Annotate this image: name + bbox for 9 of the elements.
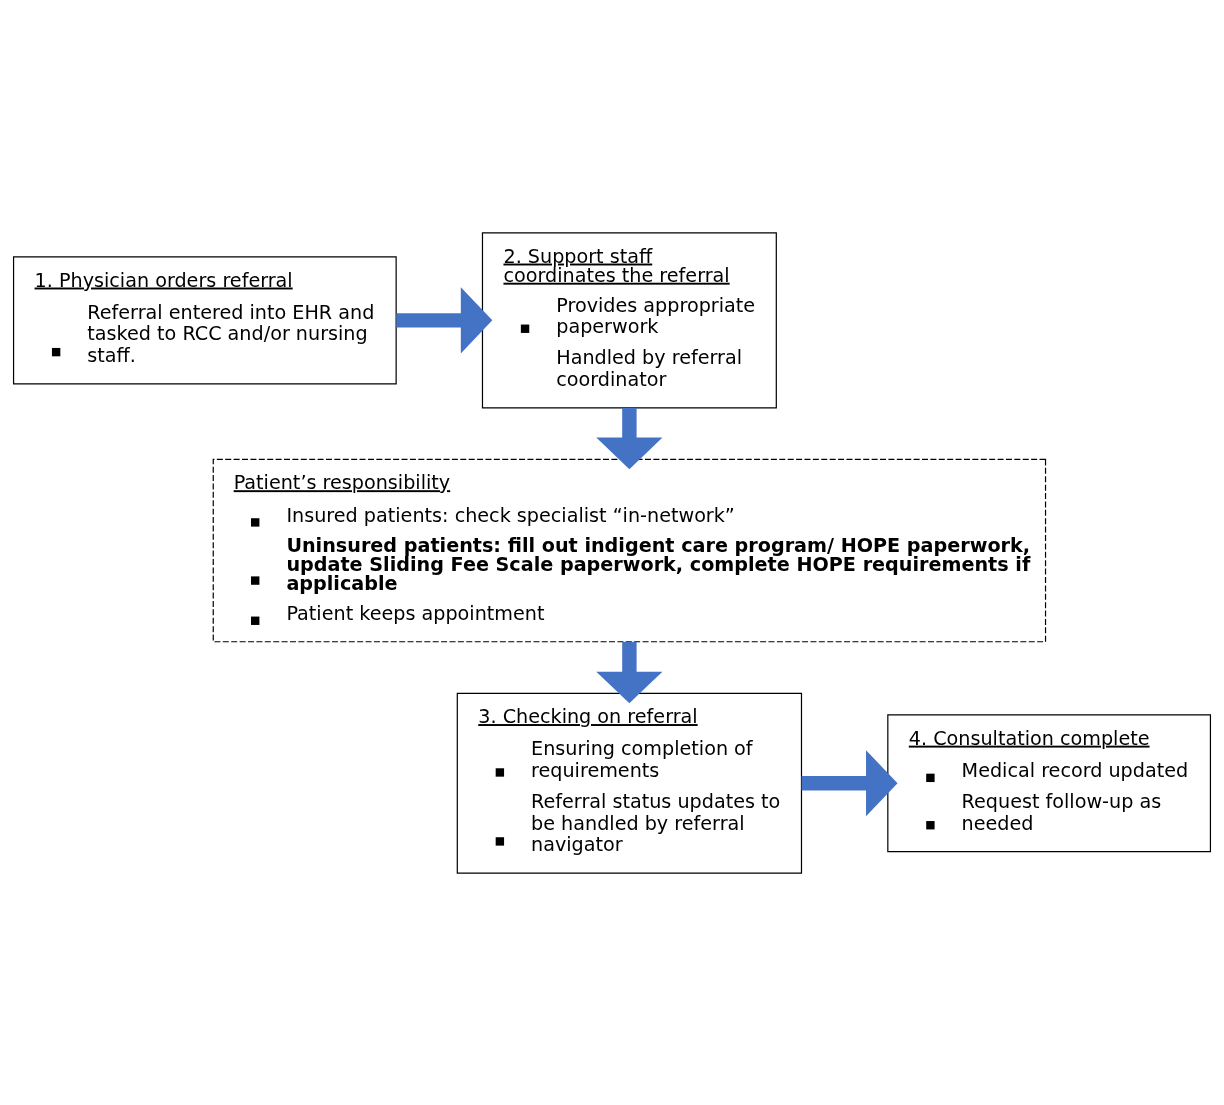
arrow	[596, 641, 663, 703]
node-box: 4. Consultation complete Medical record updated Request follow-up as needed	[887, 713, 1212, 852]
arrow	[396, 286, 493, 353]
node-box: 3. Checking on referral Ensuring completion of requirements Referral status updates to be handled by referral navigator	[456, 692, 803, 874]
node-box: 1. Physician orders referral Referral entered into EHR and tasked to RCC and/or nursing staff.	[12, 255, 397, 384]
arrow	[596, 407, 663, 469]
node-box: 2. Support staff coordinates the referral Provides appropriate paperwork Handled by referral coordinator	[481, 231, 777, 408]
node-box: Patient’s responsibility Insured patients: check specialist “in-network” Uninsured patients: fill out indigent care program/ HOPE paperwork, update Sliding Fee Scale paperwork, complete HOPE requirements if applicable Patient keeps appointment	[212, 458, 1047, 642]
arrow	[801, 749, 898, 816]
